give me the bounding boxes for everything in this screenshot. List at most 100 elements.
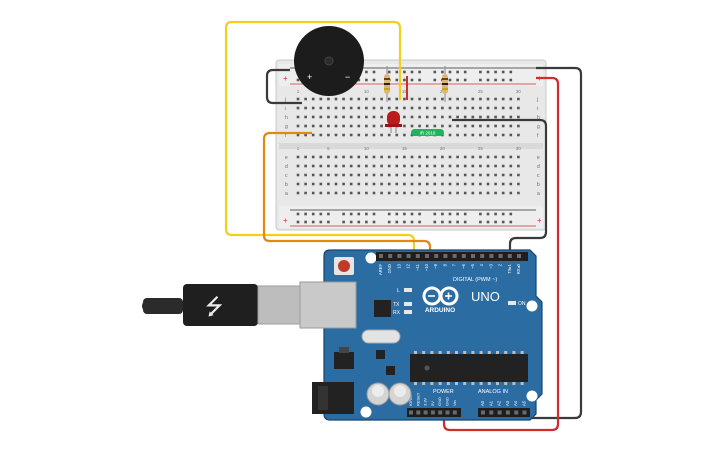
terminal-hole[interactable] — [494, 133, 497, 137]
terminal-hole[interactable] — [463, 133, 467, 137]
terminal-hole[interactable] — [357, 115, 361, 119]
terminal-hole[interactable] — [372, 97, 376, 101]
terminal-hole[interactable] — [479, 173, 482, 177]
rail-hole[interactable] — [441, 220, 444, 224]
terminal-hole[interactable] — [410, 164, 414, 168]
rail-hole[interactable] — [448, 70, 452, 74]
terminal-hole[interactable] — [349, 173, 353, 177]
terminal-hole[interactable] — [418, 164, 421, 168]
terminal-hole[interactable] — [365, 133, 368, 137]
terminal-hole[interactable] — [403, 115, 406, 119]
terminal-hole[interactable] — [342, 173, 345, 177]
terminal-hole[interactable] — [365, 173, 368, 177]
terminal-hole[interactable] — [509, 97, 513, 101]
rail-hole[interactable] — [448, 78, 452, 82]
usb-cable[interactable]: ⭍ — [142, 284, 301, 326]
terminal-hole[interactable] — [517, 164, 520, 168]
terminal-hole[interactable] — [365, 164, 368, 168]
rail-hole[interactable] — [509, 212, 513, 216]
terminal-hole[interactable] — [342, 164, 345, 168]
rail-hole[interactable] — [403, 78, 406, 82]
terminal-hole[interactable] — [486, 133, 490, 137]
terminal-hole[interactable] — [456, 115, 459, 119]
terminal-hole[interactable] — [517, 173, 520, 177]
header-socket[interactable] — [505, 410, 510, 415]
terminal-hole[interactable] — [365, 191, 368, 195]
terminal-hole[interactable] — [410, 191, 414, 195]
terminal-hole[interactable] — [494, 164, 497, 168]
rail-hole[interactable] — [319, 212, 323, 216]
terminal-hole[interactable] — [441, 173, 444, 177]
header-socket[interactable] — [497, 410, 502, 415]
rail-hole[interactable] — [395, 212, 399, 216]
terminal-hole[interactable] — [372, 182, 376, 186]
terminal-hole[interactable] — [418, 173, 421, 177]
rail-hole[interactable] — [349, 212, 353, 216]
terminal-hole[interactable] — [403, 182, 406, 186]
rail-hole[interactable] — [410, 70, 414, 74]
terminal-hole[interactable] — [471, 115, 475, 119]
terminal-hole[interactable] — [357, 191, 361, 195]
terminal-hole[interactable] — [311, 133, 315, 137]
terminal-hole[interactable] — [433, 191, 437, 195]
terminal-hole[interactable] — [365, 106, 368, 110]
terminal-hole[interactable] — [479, 115, 482, 119]
rail-hole[interactable] — [486, 70, 490, 74]
rail-hole[interactable] — [509, 220, 513, 224]
terminal-hole[interactable] — [479, 97, 482, 101]
terminal-hole[interactable] — [334, 155, 338, 159]
terminal-hole[interactable] — [410, 124, 414, 128]
black-wire-rail[interactable] — [265, 68, 302, 105]
terminal-hole[interactable] — [418, 124, 421, 128]
rail-hole[interactable] — [395, 70, 399, 74]
terminal-hole[interactable] — [517, 133, 520, 137]
terminal-hole[interactable] — [342, 133, 345, 137]
terminal-hole[interactable] — [296, 133, 300, 137]
terminal-hole[interactable] — [494, 106, 497, 110]
header-socket[interactable] — [397, 254, 402, 258]
analog-header[interactable] — [478, 408, 530, 417]
terminal-hole[interactable] — [479, 133, 482, 137]
terminal-hole[interactable] — [425, 124, 429, 128]
rail-hole[interactable] — [349, 220, 353, 224]
terminal-hole[interactable] — [395, 164, 399, 168]
terminal-hole[interactable] — [327, 164, 330, 168]
terminal-hole[interactable] — [494, 191, 497, 195]
terminal-hole[interactable] — [425, 173, 429, 177]
rail-hole[interactable] — [372, 70, 376, 74]
terminal-hole[interactable] — [327, 97, 330, 101]
rail-hole[interactable] — [365, 220, 368, 224]
terminal-hole[interactable] — [509, 124, 513, 128]
terminal-hole[interactable] — [441, 97, 444, 101]
rail-hole[interactable] — [463, 70, 467, 74]
terminal-hole[interactable] — [448, 124, 452, 128]
terminal-hole[interactable] — [494, 97, 497, 101]
header-socket[interactable] — [430, 410, 435, 415]
terminal-hole[interactable] — [357, 124, 361, 128]
terminal-hole[interactable] — [395, 191, 399, 195]
rail-hole[interactable] — [494, 78, 497, 82]
terminal-hole[interactable] — [448, 164, 452, 168]
terminal-hole[interactable] — [448, 191, 452, 195]
terminal-hole[interactable] — [357, 106, 361, 110]
rail-hole[interactable] — [296, 212, 300, 216]
terminal-hole[interactable] — [441, 115, 444, 119]
terminal-hole[interactable] — [380, 182, 383, 186]
terminal-hole[interactable] — [395, 182, 399, 186]
terminal-hole[interactable] — [311, 191, 315, 195]
terminal-hole[interactable] — [342, 97, 345, 101]
terminal-hole[interactable] — [357, 164, 361, 168]
terminal-hole[interactable] — [372, 124, 376, 128]
rail-hole[interactable] — [342, 220, 345, 224]
terminal-hole[interactable] — [311, 106, 315, 110]
rail-hole[interactable] — [327, 220, 330, 224]
rail-hole[interactable] — [509, 78, 513, 82]
rail-hole[interactable] — [501, 212, 505, 216]
rail-hole[interactable] — [311, 220, 315, 224]
terminal-hole[interactable] — [349, 124, 353, 128]
terminal-hole[interactable] — [357, 182, 361, 186]
terminal-hole[interactable] — [365, 115, 368, 119]
terminal-hole[interactable] — [365, 97, 368, 101]
rail-hole[interactable] — [319, 220, 323, 224]
